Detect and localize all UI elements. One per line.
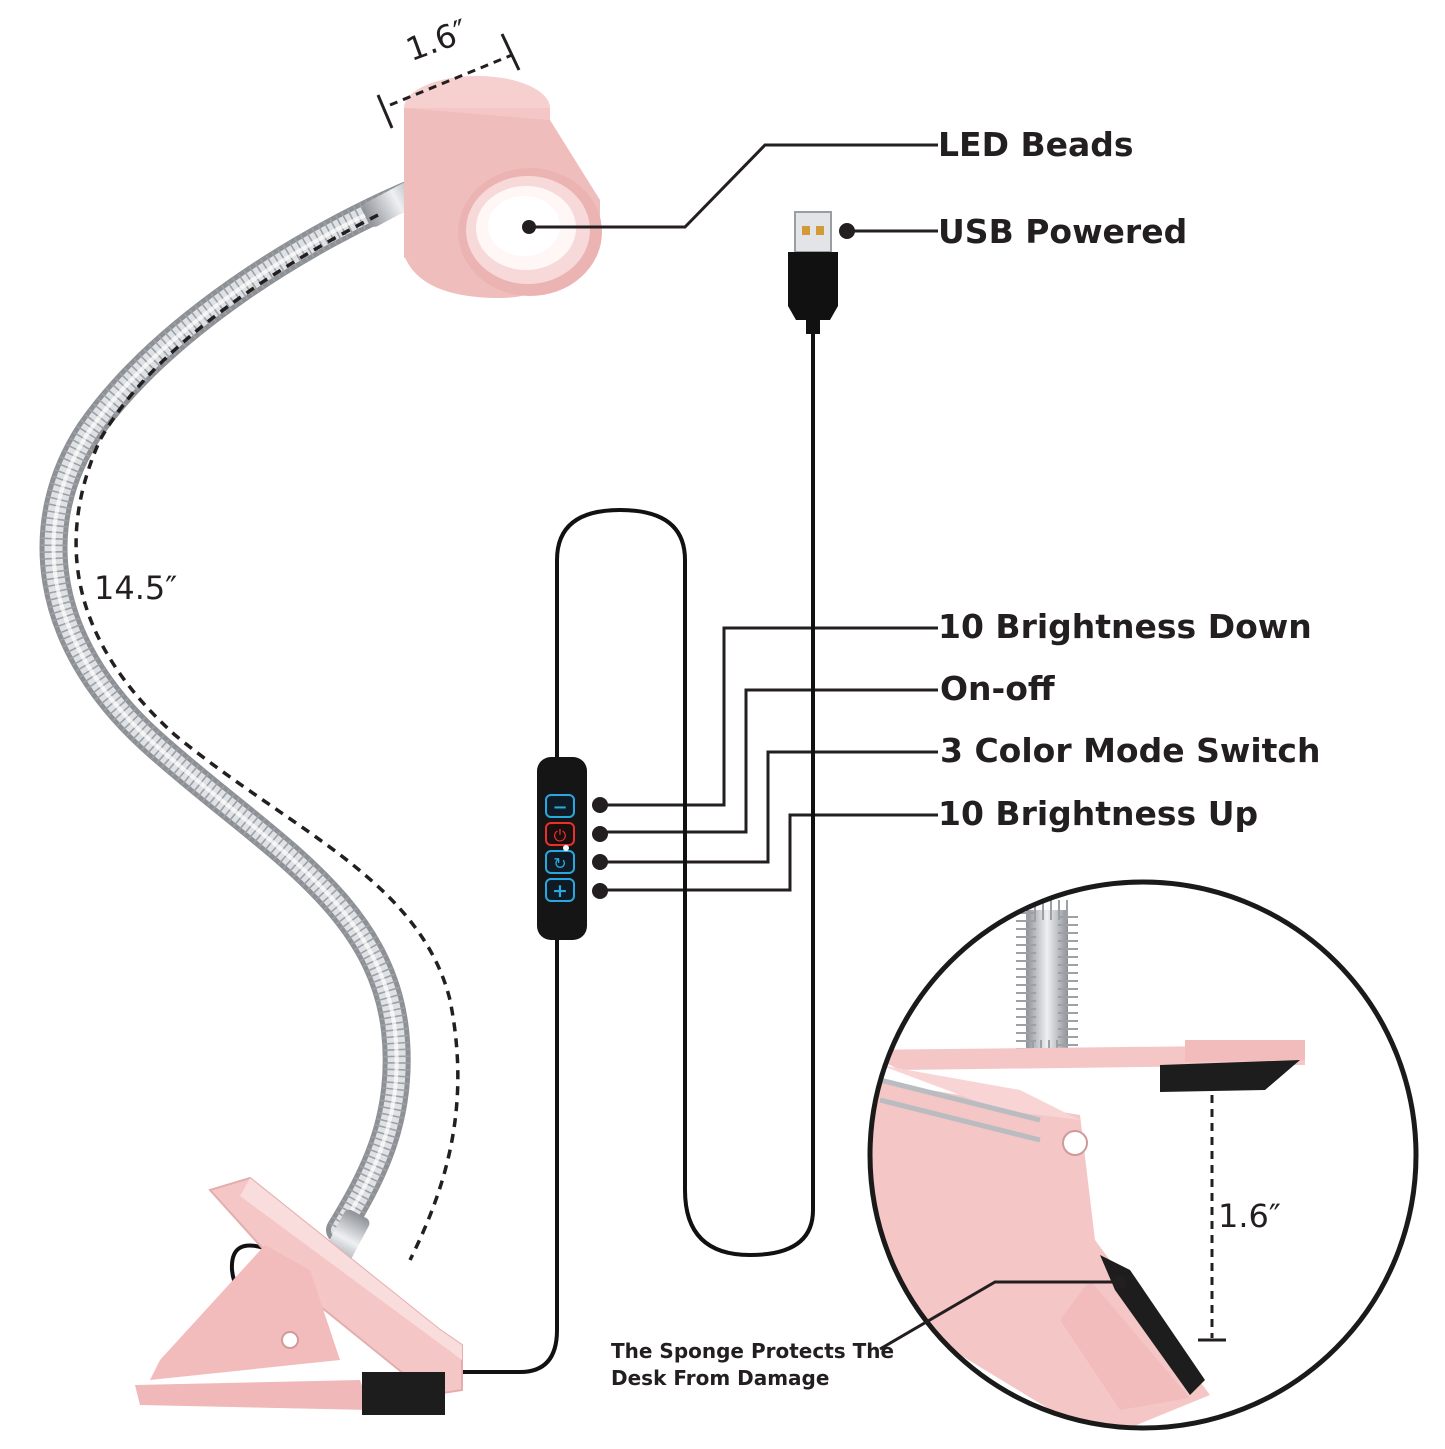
usb-powered-marker — [839, 223, 855, 239]
neck-length-label: 14.5″ — [94, 569, 178, 607]
minus-icon: − — [552, 797, 567, 818]
callout-brightness-down: 10 Brightness Down — [938, 607, 1312, 646]
color-mode-button[interactable] — [545, 850, 575, 874]
gooseneck-arm — [39, 176, 434, 1244]
callout-brightness-up: 10 Brightness Up — [938, 794, 1259, 833]
callout-color-mode: 3 Color Mode Switch — [940, 731, 1321, 770]
sponge-note-line2: Desk From Damage — [611, 1366, 830, 1390]
sponge-note-line1: The Sponge Protects The — [611, 1339, 895, 1363]
callout-usb-powered: USB Powered — [938, 212, 1188, 251]
usb-cable — [555, 334, 815, 1258]
usb-plug — [788, 211, 855, 334]
controller-markers — [592, 797, 608, 899]
plus-icon: + — [552, 880, 568, 902]
sponge-note: The Sponge Protects The Desk From Damage — [611, 1338, 894, 1392]
head-diameter-dimension — [376, 33, 521, 129]
power-icon: ⏻ — [554, 826, 567, 845]
callout-on-off: On-off — [940, 669, 1055, 708]
clip-opening-label: 1.6″ — [1218, 1197, 1281, 1235]
cycle-icon: ↻ — [553, 854, 566, 873]
lamp-cable — [462, 940, 559, 1374]
clip-base — [135, 1176, 463, 1415]
brightness-down-button[interactable] — [545, 794, 575, 818]
lamp-head — [404, 76, 602, 298]
neck-dimension-line — [74, 213, 460, 1261]
callout-led-beads: LED Beads — [938, 125, 1134, 164]
clip-detail-view — [867, 879, 1419, 1431]
brightness-up-button[interactable] — [545, 878, 575, 902]
sponge-leader — [879, 1280, 1120, 1351]
power-button[interactable] — [545, 822, 575, 846]
inline-controller: − ⏻ ↻ + — [537, 757, 587, 940]
